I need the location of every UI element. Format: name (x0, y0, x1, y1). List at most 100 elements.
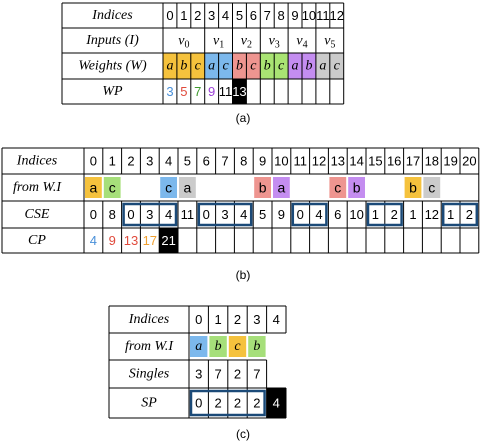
panel-c-from-cell-0 (190, 336, 208, 357)
panel-a-index: 1 (180, 8, 187, 23)
panel-c-label-sp: SP (141, 396, 157, 411)
panel-c-sp-value: 2 (253, 396, 260, 411)
panel-b-cp-value: 4 (90, 233, 97, 248)
panel-a-index: 0 (166, 8, 173, 23)
panel-b-cse-value: 0 (297, 207, 304, 222)
panel-a-weight: a (208, 59, 215, 74)
panel-c-from-cell-1 (209, 336, 227, 357)
panel-b-cse-value: 3 (146, 207, 153, 222)
panel-a-index: 10 (302, 8, 316, 23)
panel-a-wp-value: 3 (166, 84, 173, 99)
panel-c-from-cell-2 (228, 336, 247, 357)
panel-b-cse-value: 5 (259, 207, 266, 222)
panel-a-caption: (a) (236, 111, 251, 125)
panel-b-cse-value: 9 (278, 207, 285, 222)
panel-b-index: 7 (221, 154, 228, 169)
panel-a-weight: c (222, 59, 229, 74)
panel-c-sp-value: 4 (273, 396, 280, 411)
panel-a-input: v3 (269, 33, 280, 50)
panel-b-cse-value: 0 (90, 207, 97, 222)
panel-b-index: 14 (349, 154, 363, 169)
panel-c-from-cell-3 (248, 336, 266, 357)
panel-a-input: v5 (324, 33, 335, 50)
panel-b-cse-value: 6 (334, 207, 341, 222)
panel-b-index: 16 (387, 154, 401, 169)
panel-a-weight: a (292, 59, 299, 74)
panel-b-from-value: a (90, 180, 98, 196)
panel-c-sp-value: 2 (234, 396, 241, 411)
panel-b-from-value: c (428, 180, 435, 196)
panel-b-index: 19 (443, 154, 457, 169)
panel-c-single-value: 7 (214, 367, 221, 382)
panel-a-index: 2 (194, 8, 201, 23)
panel-a-wp-value: 11 (219, 84, 233, 99)
panel-b-index: 6 (203, 154, 210, 169)
from-cell-18 (423, 177, 441, 198)
panel-b-cp-value: 21 (161, 233, 175, 248)
panel-b-index: 11 (293, 154, 307, 169)
panel-a-weight: b (236, 59, 243, 74)
panel-c-sp-value: 2 (214, 396, 221, 411)
panel-a-index: 5 (236, 8, 243, 23)
from-cell-0 (85, 177, 102, 198)
panel-b-index: 8 (240, 154, 247, 169)
panel-b-index: 0 (90, 154, 97, 169)
panel-c-from-value: a (195, 339, 202, 354)
panel-b-cse-value: 3 (221, 207, 228, 222)
from-cell-5 (179, 177, 196, 198)
panel-a-wp-value: 13 (232, 84, 246, 99)
panel-c-from-value: b (215, 339, 222, 354)
from-cell-13 (329, 177, 347, 198)
panel-a-wp-value: 5 (180, 84, 187, 99)
panel-b-label-from: from W.I (13, 180, 62, 195)
panel-c-from-value: b (253, 339, 260, 354)
from-cell-1 (103, 177, 121, 198)
panel-a-weight: b (180, 59, 187, 74)
panel-b-from-value: a (278, 180, 286, 196)
cse-group-box-4 (441, 202, 479, 227)
panel-a-index: 9 (291, 8, 298, 23)
panel-b-cse-value: 2 (466, 207, 473, 222)
cse-group-box-0 (122, 202, 178, 227)
panel-a-weight: c (250, 59, 257, 74)
panel-c-index: 4 (273, 312, 280, 327)
panel-b-label-indices: Indices (16, 154, 58, 169)
panel-b-index: 20 (462, 154, 476, 169)
weight-cell-10 (302, 53, 316, 79)
panel-b-cse-value: 11 (181, 207, 195, 222)
panel-b-index: 17 (406, 154, 420, 169)
panel-b-cp-value: 13 (124, 233, 138, 248)
sp-group-box (189, 389, 266, 417)
weight-cell-3 (204, 53, 219, 79)
panel-b-cse-value: 0 (203, 207, 210, 222)
weight-cell-8 (274, 53, 289, 79)
panel-c-index: 1 (214, 312, 221, 327)
from-cell-14 (348, 177, 365, 198)
weight-cell-1 (176, 53, 191, 79)
panel-c-single-value: 2 (234, 367, 241, 382)
panel-a-input: v0 (178, 33, 189, 50)
panel-b-cse-value: 0 (127, 207, 134, 222)
from-cell-9 (254, 177, 271, 198)
panel-a-weight: c (278, 59, 285, 74)
panel-b-index: 10 (274, 154, 288, 169)
weight-cell-12 (329, 53, 344, 79)
panel-a-index: 8 (278, 8, 285, 23)
panel-b-cse-value: 4 (240, 207, 247, 222)
sp-highlight-cell (266, 388, 286, 418)
weight-cell-7 (260, 53, 275, 79)
panel-a-index: 11 (316, 8, 330, 23)
panel-a-index: 12 (330, 8, 344, 23)
panel-b-cse-value: 4 (315, 207, 322, 222)
panel-a-weight: a (319, 59, 326, 74)
panel-a-weight: b (305, 59, 312, 74)
panel-c-single-value: 3 (195, 367, 202, 382)
panel-b-cse-value: 1 (372, 207, 379, 222)
weight-cell-6 (246, 53, 261, 79)
weight-cell-9 (288, 53, 302, 79)
from-cell-10 (273, 177, 290, 198)
panel-a-index: 4 (222, 8, 229, 23)
panel-a-input: v2 (241, 33, 252, 50)
panel-b-label-cp: CP (28, 233, 46, 248)
